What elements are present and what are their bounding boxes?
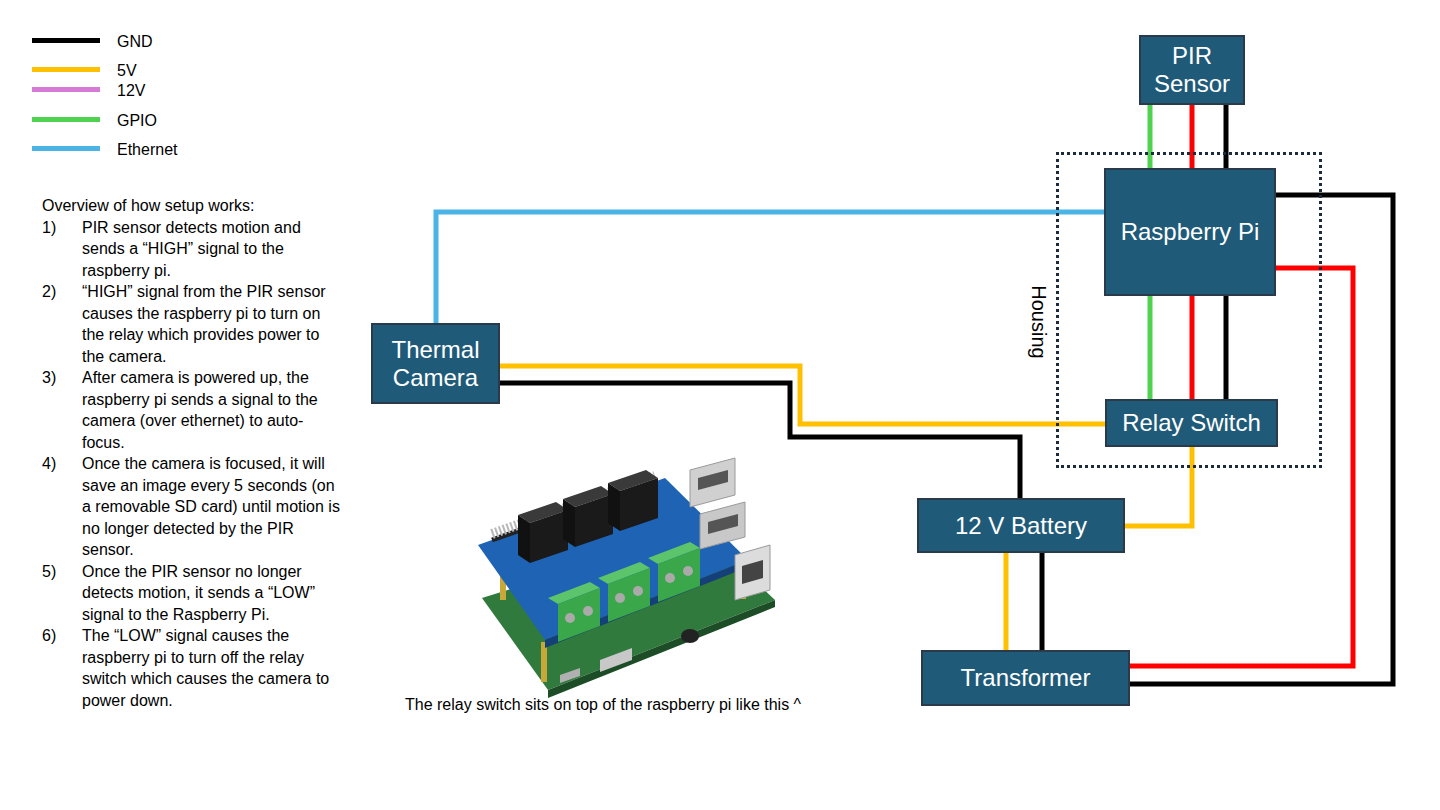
step-text: After camera is powered up, the raspberr… [82,367,340,453]
ethernet-port [735,545,770,600]
box-label: PIR Sensor [1149,42,1235,98]
step-number: 2) [42,281,82,367]
relay-side [518,515,530,563]
usb-power-port [560,668,580,683]
gpio-wire [1148,296,1153,399]
ground-wire [1040,553,1045,650]
step-text: “HIGH” signal from the PIR sensor causes… [82,281,340,367]
step-text: Once the PIR sensor no longer detects mo… [82,561,340,626]
ground-wire [1224,296,1229,399]
legend-text: GND [117,32,153,52]
ground-wire [1224,105,1229,168]
relay-front [620,478,658,531]
box-label: Thermal Camera [381,336,490,392]
hdmi-port [600,648,632,672]
box-label: 12 V Battery [955,512,1087,540]
camera-box: Thermal Camera [371,323,500,404]
step-text: The “LOW” signal causes the raspberry pi… [82,625,340,711]
usb-port [700,502,745,549]
step-number: 3) [42,367,82,453]
battery-box: 12 V Battery [917,498,1125,553]
legend-text: GPIO [117,111,157,131]
terminal-block [658,548,700,602]
step-row: 6)The “LOW” signal causes the raspberry … [42,625,342,711]
relay-side [608,483,620,531]
power-wire [500,366,1105,424]
controller-box: Raspberry Pi [1104,168,1276,296]
screw [583,606,593,616]
legend-swatch [32,38,100,43]
housing-label: Housing [1026,285,1050,358]
relay-box: Relay Switch [1105,399,1278,447]
step-number: 1) [42,217,82,282]
screw [615,593,625,603]
power-wire [1190,296,1195,399]
step-row: 2)“HIGH” signal from the PIR sensor caus… [42,281,342,367]
relay-front [575,494,613,547]
box-label: Transformer [961,664,1091,692]
relay-front [530,510,568,563]
step-text: PIR sensor detects motion and sends a “H… [82,217,340,282]
photo-caption: The relay switch sits on top of the rasp… [405,694,805,715]
box-label: Relay Switch [1122,409,1261,437]
usb-slot [698,470,728,490]
audio-jack [681,629,699,643]
screw [633,586,643,596]
legend-swatch [32,117,100,122]
sensor-box: PIR Sensor [1139,35,1245,105]
standoff [541,642,547,682]
legend-swatch [32,146,100,151]
relay-side [563,499,575,547]
step-row: 4)Once the camera is focused, it will sa… [42,453,342,561]
ethernet-cable [436,212,1104,323]
usb-port [690,458,735,507]
legend-swatch [32,67,100,72]
transformer-box: Transformer [921,650,1130,706]
terminal-block [608,568,650,622]
legend-text: 12V [117,81,145,101]
box-label: Raspberry Pi [1121,218,1260,246]
legend-swatch [32,87,100,92]
ethernet-slot [742,560,763,584]
housing-outline: HousingRaspberry PiRelay Switch [1056,152,1322,468]
screw [665,573,675,583]
overview-heading: Overview of how setup works: [42,195,342,217]
step-number: 6) [42,625,82,711]
relay-hat-edge [545,560,748,648]
power-wire [1125,447,1192,526]
step-row: 3)After camera is powered up, the raspbe… [42,367,342,453]
step-row: 5)Once the PIR sensor no longer detects … [42,561,342,626]
overview-notes: Overview of how setup works:1)PIR sensor… [42,195,342,711]
ground-wire [500,383,1020,498]
legend-text: 5V [117,61,137,81]
step-number: 4) [42,453,82,561]
legend-text: Ethernet [117,140,177,160]
terminal-block [558,588,600,642]
step-number: 5) [42,561,82,626]
step-text: Once the camera is focused, it will save… [82,453,340,561]
power-wire [1004,553,1009,650]
screw [565,613,575,623]
usb-slot [708,514,738,534]
screw [683,566,693,576]
gpio-wire [1148,105,1153,168]
power-wire [1190,105,1195,168]
step-row: 1)PIR sensor detects motion and sends a … [42,217,342,282]
